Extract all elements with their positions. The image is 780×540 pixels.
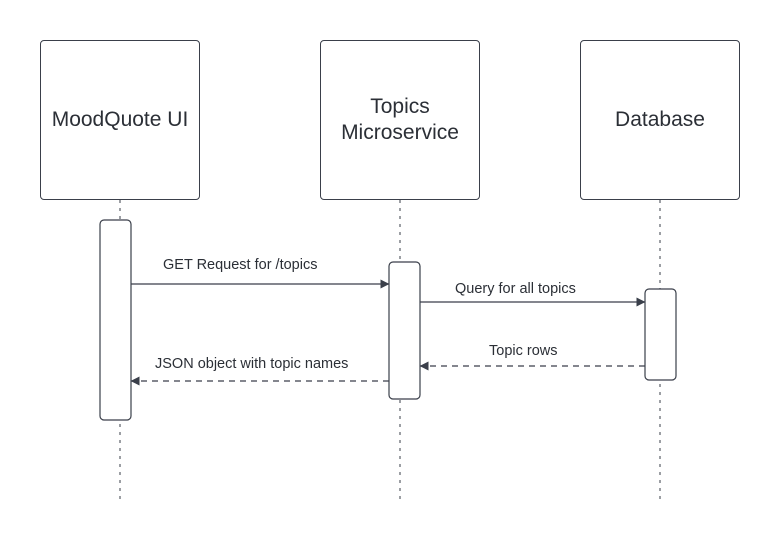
message-label-json-object: JSON object with topic names — [155, 356, 349, 372]
participant-label-svc: Topics Microservice — [341, 95, 459, 144]
activation-svc — [388, 261, 421, 400]
message-label-get-request: GET Request for /topics — [163, 257, 318, 273]
message-label-topic-rows: Topic rows — [489, 343, 558, 359]
participant-label-ui: MoodQuote UI — [51, 108, 189, 131]
activation-ui — [99, 219, 132, 421]
participant-label-db: Database — [615, 108, 705, 131]
activation-db — [644, 288, 677, 381]
message-label-query: Query for all topics — [455, 281, 576, 297]
participant-ui: MoodQuote UI — [40, 40, 200, 200]
participant-svc: Topics Microservice — [320, 40, 480, 200]
participant-db: Database — [580, 40, 740, 200]
